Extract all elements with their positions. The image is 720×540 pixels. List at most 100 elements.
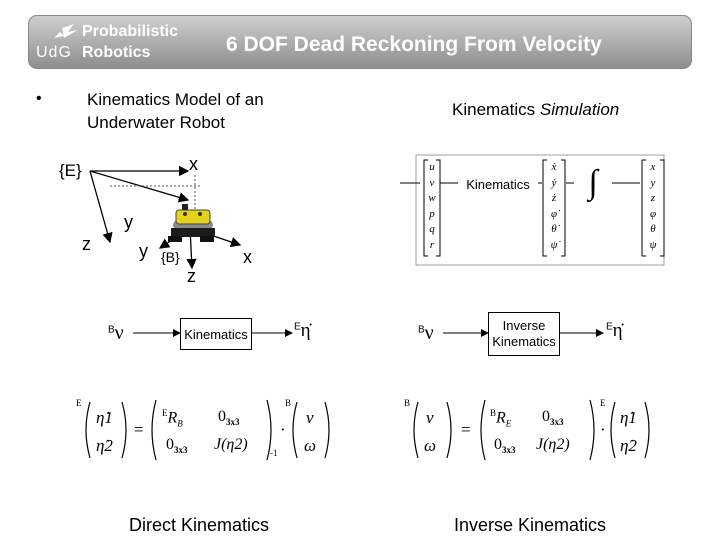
axis-y-top-label: y: [124, 212, 133, 232]
inverse-rhs-sup: E: [600, 398, 606, 408]
direct-dot: ·: [280, 420, 286, 439]
logo-text-line1: Probabilistic: [82, 23, 179, 40]
direct-m11-R: R: [167, 409, 178, 427]
frame-E-label: {E}: [59, 161, 82, 180]
integrator-block: ∫: [574, 160, 612, 206]
axis-z-top-label: z: [82, 234, 91, 254]
direct-m11-sup: E: [162, 408, 168, 418]
direct-input-symbol: Bν: [108, 322, 124, 345]
inverse-rhs-eta1: η̇1: [620, 408, 637, 427]
input-r: r: [429, 238, 435, 251]
logo-mark: UdG: [36, 44, 72, 61]
direct-lhs-eta2: η̇2: [96, 436, 113, 455]
inverse-m12: 03x3: [542, 408, 564, 427]
inverse-block-line1: Inverse: [502, 318, 546, 333]
udg-logo: UdG: [34, 20, 84, 64]
inverse-lhs-sup: B: [404, 398, 411, 408]
input-q: q: [429, 223, 435, 235]
swallow-logo-icon: [54, 24, 78, 38]
inverse-output-sup: E: [606, 321, 613, 333]
inverse-m11-sub: E: [505, 418, 512, 429]
output-phi: φ: [649, 207, 657, 220]
inverse-m21-zero: 0: [494, 436, 502, 453]
rate-phi: φ̇: [550, 207, 558, 220]
direct-m12: 03x3: [218, 408, 240, 427]
rate-z: ż: [551, 192, 557, 204]
output-vector: x y z φ θ ψ: [642, 160, 664, 253]
direct-lhs-eta1: η̇1: [96, 408, 113, 427]
output-theta: θ: [650, 223, 656, 235]
inverse-m11-sup: B: [490, 408, 497, 418]
input-w: w: [428, 192, 436, 204]
bullet: •: [36, 90, 42, 107]
input-vector: u v w p q r: [424, 160, 440, 253]
direct-m11-sub: B: [177, 418, 183, 429]
direct-equals: =: [134, 420, 144, 439]
axis-z-bot-label: z: [187, 266, 196, 286]
simulation-heading: Kinematics Simulation: [452, 100, 619, 120]
inverse-equals: =: [461, 420, 471, 439]
direct-m11: ERB: [162, 408, 183, 429]
output-x: x: [650, 161, 656, 173]
direct-m21: 03x3: [166, 436, 188, 455]
inverse-input-symbol: Bν: [418, 322, 434, 345]
inverse-m12-sub: 3x3: [550, 417, 564, 428]
direct-m21-sub: 3x3: [174, 445, 188, 456]
inverse-m11-R: R: [496, 409, 506, 427]
inverse-m11: BRE: [490, 408, 511, 429]
inverse-kinematics-caption: Inverse Kinematics: [454, 515, 607, 535]
input-v: v: [429, 176, 435, 189]
simulation-heading-italic: Simulation: [539, 100, 620, 119]
direct-output-symbol: Eη̇: [294, 320, 311, 342]
inverse-output-eta-dot: η̇: [612, 320, 623, 341]
direct-rhs-omega: ω: [304, 436, 317, 455]
section-heading-line1: Kinematics Model of an: [87, 90, 264, 109]
input-p: p: [429, 207, 435, 220]
rate-y: ẏ: [551, 176, 557, 189]
inverse-output-symbol: Eη̇: [606, 320, 623, 342]
inverse-dot: ·: [600, 420, 606, 439]
axis-y-bot-label: y: [139, 241, 148, 261]
inverse-input-sup: B: [418, 324, 425, 336]
output-y: y: [650, 176, 656, 189]
direct-m21-zero: 0: [166, 436, 174, 453]
direct-lhs-sup: E: [76, 398, 82, 408]
direct-rhs-sup: B: [285, 398, 292, 408]
title-bar: [28, 15, 692, 69]
inverse-m12-zero: 0: [542, 408, 550, 425]
page-title: 6 DOF Dead Reckoning From Velocity: [226, 33, 602, 56]
rate-psi: ψ̇: [550, 238, 558, 251]
inverse-m22: J(η2): [536, 436, 570, 453]
rate-vector: ẋ ẏ ż φ̇ θ̇ ψ̇: [543, 160, 565, 253]
integral-sign: ∫: [588, 164, 598, 201]
output-z: z: [650, 192, 656, 204]
rate-theta: θ̇: [551, 223, 557, 235]
direct-output-eta-dot: η̇: [300, 320, 311, 341]
logo-text-line2: Robotics: [82, 44, 151, 61]
simulation-kinematics-block: Kinematics: [458, 173, 538, 195]
direct-m22: J(η2): [214, 436, 248, 453]
direct-output-sup: E: [294, 321, 301, 333]
inverse-rhs-eta2: η̇2: [620, 436, 637, 455]
direct-m12-sub: 3x3: [226, 417, 240, 428]
frame-B-label: {B}: [161, 249, 180, 265]
inverse-block-line2: Kinematics: [492, 334, 556, 349]
simulation-heading-prefix: Kinematics: [452, 100, 540, 119]
inverse-m21: 03x3: [494, 436, 516, 455]
output-psi: ψ: [649, 238, 657, 251]
axis-x-bot-label: x: [243, 247, 252, 267]
direct-inverse-exp: -1: [270, 448, 278, 458]
inverse-lhs-omega: ω: [424, 436, 437, 455]
inverse-m21-sub: 3x3: [502, 445, 516, 456]
section-heading-line2: Underwater Robot: [87, 113, 225, 132]
inverse-lhs-nu: ν: [426, 408, 434, 427]
rate-x: ẋ: [551, 161, 557, 173]
inverse-input-nu: ν: [424, 322, 434, 344]
direct-input-sup: B: [108, 324, 115, 336]
direct-m12-zero: 0: [218, 408, 226, 425]
input-u: u: [429, 161, 435, 173]
direct-rhs-nu: ν: [306, 408, 314, 427]
